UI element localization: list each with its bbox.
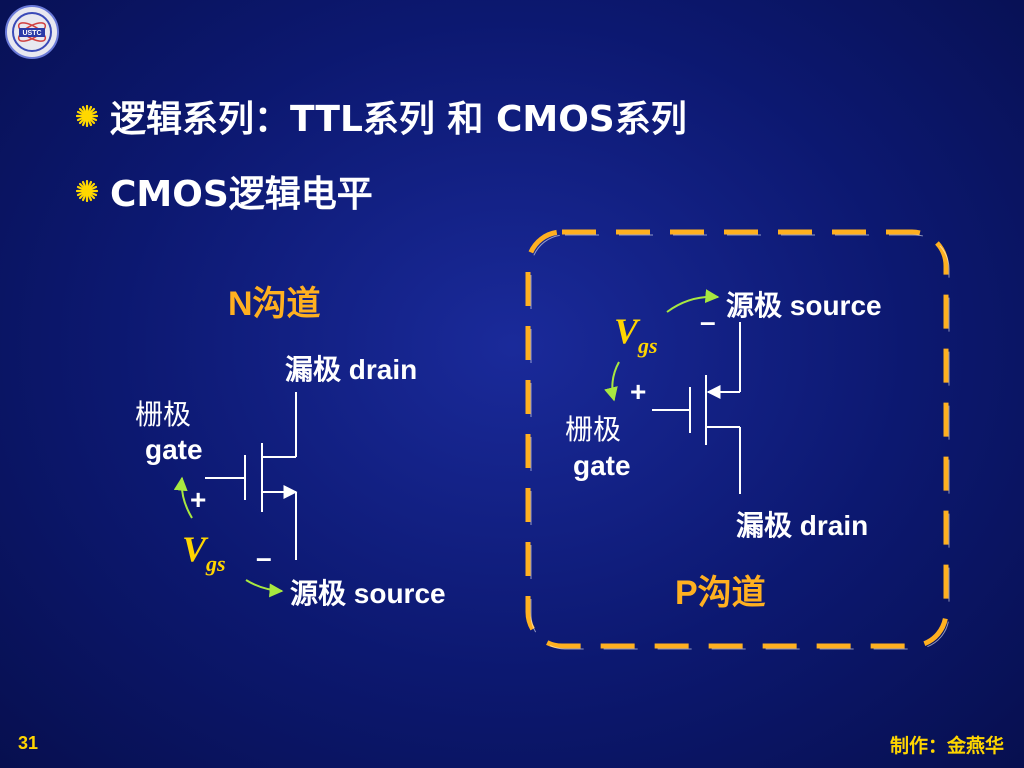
bullet-row-2: CMOS逻辑电平 [76, 165, 373, 217]
author-credit: 制作：金燕华 [889, 736, 1004, 757]
svg-text:USTC: USTC [22, 30, 41, 37]
n-channel-title: N沟道 [228, 285, 321, 323]
n-gate-label-cn: 栅极 [135, 399, 192, 430]
n-minus-sign: – [256, 542, 272, 573]
n-drain-label: 漏极 drain [285, 354, 418, 385]
sunburst-bullet-icon [76, 105, 98, 127]
bullet-text-logic-families: 逻辑系列：TTL系列 和 CMOS系列 [110, 99, 687, 140]
bullet-row-1: 逻辑系列：TTL系列 和 CMOS系列 [76, 90, 687, 142]
p-channel-title: P沟道 [675, 574, 766, 612]
bullet-text-cmos-levels: CMOS逻辑电平 [110, 174, 373, 215]
p-vgs-arrow-right [666, 289, 720, 313]
page-number: 31 [18, 733, 39, 753]
n-source-label: 源极 source [290, 578, 446, 609]
p-drain-label: 漏极 drain [736, 510, 869, 541]
n-plus-sign: + [190, 484, 207, 515]
p-vgs-label: Vgs [614, 311, 658, 358]
n-vgs-arrow-up [173, 476, 193, 519]
ustc-logo-icon: USTC [5, 5, 59, 59]
p-minus-sign: – [700, 306, 716, 337]
p-gate-label-cn: 栅极 [565, 414, 622, 445]
p-channel-mosfet-symbol [652, 322, 741, 494]
n-channel-mosfet-symbol [205, 392, 298, 560]
n-vgs-arrow-right [245, 579, 284, 598]
p-source-label: 源极 source [726, 290, 882, 321]
p-gate-label-en: gate [573, 450, 631, 481]
p-channel-box-shadow [530, 234, 950, 650]
p-plus-sign: + [630, 376, 647, 407]
p-channel-dashed-box [525, 229, 949, 649]
n-gate-label-en: gate [145, 434, 203, 465]
sunburst-bullet-icon [76, 180, 98, 202]
n-vgs-label: Vgs [182, 529, 226, 576]
p-vgs-arrow-down [604, 361, 620, 402]
